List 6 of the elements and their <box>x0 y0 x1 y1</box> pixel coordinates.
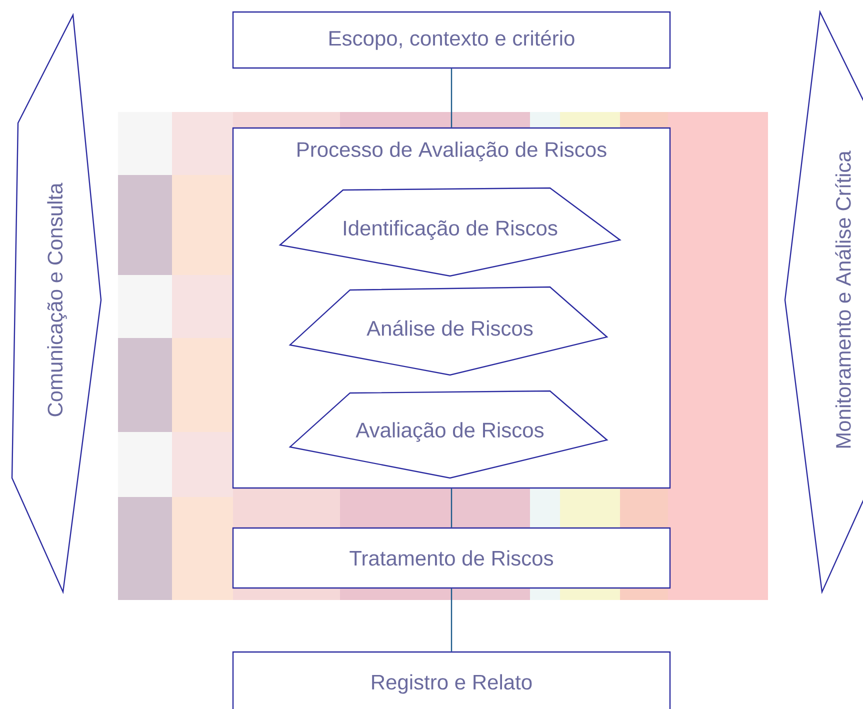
connector-line <box>450 488 452 528</box>
process-box: Registro e Relato <box>232 651 671 709</box>
connector-line <box>450 68 452 128</box>
process-box: Tratamento de Riscos <box>232 527 671 589</box>
connector-line <box>450 588 452 652</box>
process-box: Escopo, contexto e critério <box>232 11 671 69</box>
